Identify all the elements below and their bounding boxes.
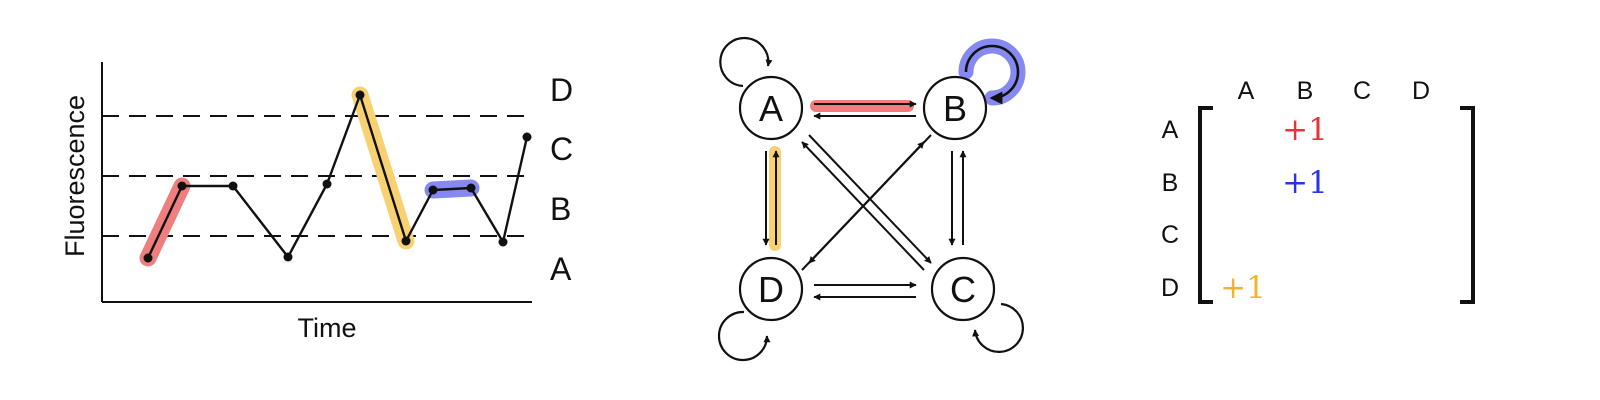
trace-point: [466, 183, 476, 193]
matrix-row-header: A: [1162, 116, 1179, 144]
level-label: D: [550, 72, 573, 108]
node-b: B: [922, 75, 988, 141]
matrix-cell-count: +1: [1220, 270, 1266, 306]
matrix-column-header: C: [1353, 77, 1371, 105]
level-label: A: [550, 251, 572, 287]
node-d: D: [738, 256, 804, 322]
level-label: C: [550, 131, 573, 167]
trace-point: [322, 179, 332, 189]
node-a-circle: [738, 75, 804, 141]
node-a: A: [738, 75, 804, 141]
node-a-label: A: [759, 88, 783, 129]
trace-point: [228, 181, 238, 191]
transition-graph-panel: A B C D: [717, 37, 1026, 362]
self-loop-b: [964, 44, 1020, 105]
x-axis-label: Time: [298, 313, 357, 343]
trace-point: [428, 185, 438, 195]
node-b-label: B: [943, 88, 967, 129]
edge-d-to-b: [801, 141, 925, 271]
matrix-row-header: B: [1162, 169, 1179, 197]
matrix-column-header: A: [1238, 77, 1255, 105]
trace-point: [498, 237, 508, 247]
matrix-right-bracket: [1460, 106, 1475, 304]
node-c: C: [930, 256, 996, 322]
trace-point: [355, 90, 365, 100]
trace-point: [283, 252, 293, 262]
matrix-column-header: B: [1297, 77, 1314, 105]
fluorescence-trace-line: [146, 93, 529, 259]
node-d-label: D: [758, 269, 784, 310]
matrix-left-bracket: [1198, 106, 1213, 304]
node-c-label: C: [950, 269, 976, 310]
level-label: B: [550, 191, 571, 227]
node-b-circle: [922, 75, 988, 141]
trace-point: [401, 236, 411, 246]
node-d-circle: [738, 256, 804, 322]
matrix-row-header: C: [1161, 221, 1179, 249]
trace-point: [177, 181, 187, 191]
self-loop-d: [717, 310, 771, 362]
matrix-cell-count: +1: [1282, 112, 1328, 148]
y-axis-label: Fluorescence: [60, 95, 90, 257]
self-loop-a: [719, 37, 773, 88]
node-c-circle: [930, 256, 996, 322]
self-loop-c: [972, 302, 1024, 353]
trace-point: [143, 253, 153, 263]
matrix-row-header: D: [1161, 274, 1179, 302]
matrix-cell-count: +1: [1282, 165, 1328, 201]
matrix-column-header: D: [1412, 77, 1430, 105]
trace-point: [522, 132, 532, 142]
